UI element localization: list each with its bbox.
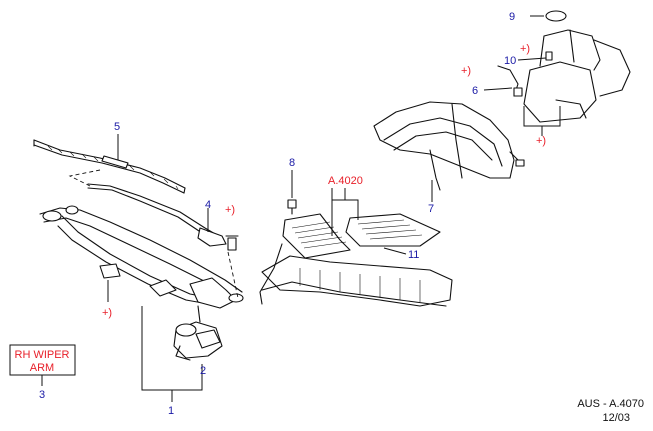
cowl-grille-panels — [282, 213, 441, 259]
callout-5: 5 — [114, 121, 120, 133]
rh-wiper-arm-line1: RH WIPER — [15, 349, 70, 361]
callout-3: 3 — [39, 389, 45, 401]
callout-9: 9 — [509, 11, 515, 23]
inner-fender — [373, 101, 525, 191]
callout-8: 8 — [289, 157, 295, 169]
plus-mark-hose: +) — [461, 65, 471, 77]
rh-wiper-arm-line2: ARM — [30, 362, 54, 374]
clip — [287, 199, 297, 215]
wiper-linkage — [39, 205, 244, 309]
callout-2: 2 — [200, 365, 206, 377]
wiper-motor — [173, 305, 223, 361]
footer-date: 12/03 — [602, 412, 630, 424]
wiper-arm — [87, 183, 227, 247]
callout-10: 10 — [504, 55, 516, 67]
arm-nut — [225, 235, 239, 251]
footer-code: AUS - A.4070 — [577, 398, 644, 410]
plus-mark-linkage: +) — [102, 307, 112, 319]
blade-to-arm-dashed-guide — [68, 169, 101, 187]
wiper-blade — [33, 139, 186, 194]
plus-mark-reservoir-bracket: +) — [536, 135, 546, 147]
linkage-dashed-guide — [227, 251, 239, 299]
plus-mark-reservoir-nozzle: +) — [520, 43, 530, 55]
plus-mark-arm-nut: +) — [225, 204, 235, 216]
section-reference[interactable]: A.4020 — [328, 175, 363, 187]
callout-1: 1 — [168, 405, 174, 417]
leader-lines — [41, 15, 561, 402]
callout-7: 7 — [428, 203, 434, 215]
rh-wiper-arm-box — [9, 344, 76, 376]
callout-6: 6 — [472, 85, 478, 97]
washer-reservoir — [497, 10, 631, 123]
callout-11: 11 — [408, 249, 419, 261]
callout-4: 4 — [205, 199, 211, 211]
cowl-plenum — [259, 243, 453, 307]
